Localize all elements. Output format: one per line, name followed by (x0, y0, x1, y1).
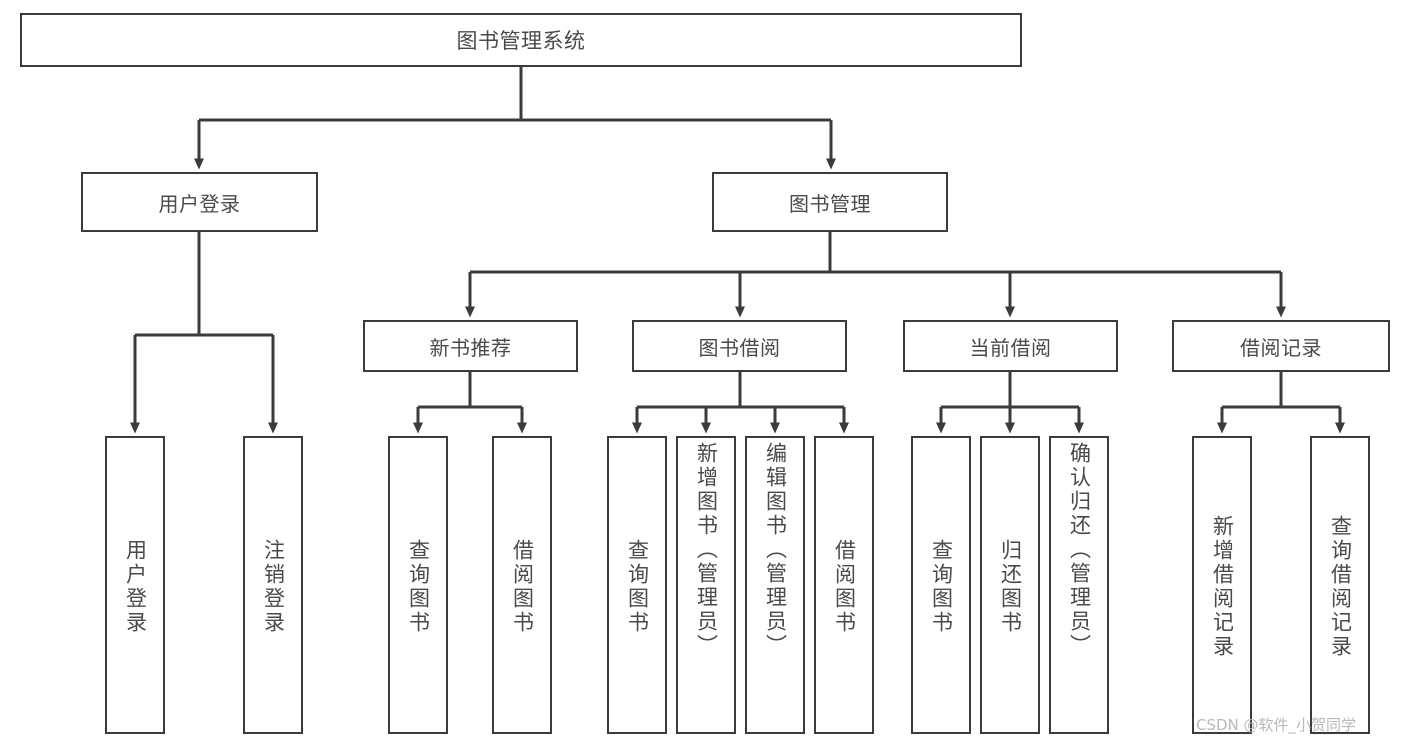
leaf-logout-login[interactable]: 注销登录 (243, 436, 303, 734)
node-root-book-management-system[interactable]: 图书管理系统 (20, 13, 1022, 67)
leaf-confirm-return-admin[interactable]: 确认归还（管理员） (1049, 436, 1109, 734)
leaf-edit-book-admin[interactable]: 编辑图书（管理员） (745, 436, 805, 734)
node-label: 借阅记录 (1240, 335, 1322, 360)
node-label: 借阅图书 (510, 539, 535, 635)
leaf-query-book-borrow[interactable]: 查询图书 (607, 436, 667, 734)
node-label: 查询图书 (625, 539, 650, 635)
node-book-management[interactable]: 图书管理 (712, 172, 948, 232)
node-label: 查询图书 (406, 539, 431, 635)
node-label: 用户登录 (158, 191, 241, 216)
node-label: 新书推荐 (429, 335, 512, 360)
node-label: 新增借阅记录 (1210, 515, 1235, 659)
leaf-return-book[interactable]: 归还图书 (980, 436, 1040, 734)
node-label: 归还图书 (998, 539, 1023, 635)
leaf-add-book-admin[interactable]: 新增图书（管理员） (676, 436, 736, 734)
node-label: 借阅图书 (832, 539, 857, 635)
node-current-borrow[interactable]: 当前借阅 (903, 320, 1118, 372)
node-label: 当前借阅 (969, 335, 1052, 360)
node-label: 查询借阅记录 (1328, 515, 1353, 659)
leaf-query-borrow-record[interactable]: 查询借阅记录 (1310, 436, 1370, 734)
node-borrow-record[interactable]: 借阅记录 (1172, 320, 1390, 372)
node-book-borrow[interactable]: 图书借阅 (632, 320, 847, 372)
node-label: 新增图书（管理员） (694, 442, 719, 658)
node-label: 编辑图书（管理员） (763, 442, 788, 658)
leaf-borrow-book[interactable]: 借阅图书 (814, 436, 874, 734)
node-label: 图书借阅 (698, 335, 781, 360)
leaf-query-book-current[interactable]: 查询图书 (911, 436, 971, 734)
node-label: 图书管理系统 (456, 29, 586, 53)
csdn-watermark: CSDN @软件_小贺同学 (1196, 716, 1357, 734)
node-user-login[interactable]: 用户登录 (81, 172, 318, 232)
node-label: 图书管理 (789, 191, 871, 216)
leaf-query-book-recommend[interactable]: 查询图书 (388, 436, 448, 734)
leaf-user-login[interactable]: 用户登录 (105, 436, 165, 734)
leaf-add-borrow-record[interactable]: 新增借阅记录 (1192, 436, 1252, 734)
node-new-book-recommend[interactable]: 新书推荐 (363, 320, 578, 372)
node-label: 用户登录 (123, 539, 148, 635)
node-label: 确认归还（管理员） (1067, 442, 1092, 658)
node-label: 查询图书 (929, 539, 954, 635)
leaf-borrow-book-recommend[interactable]: 借阅图书 (492, 436, 552, 734)
node-label: 注销登录 (261, 539, 286, 635)
